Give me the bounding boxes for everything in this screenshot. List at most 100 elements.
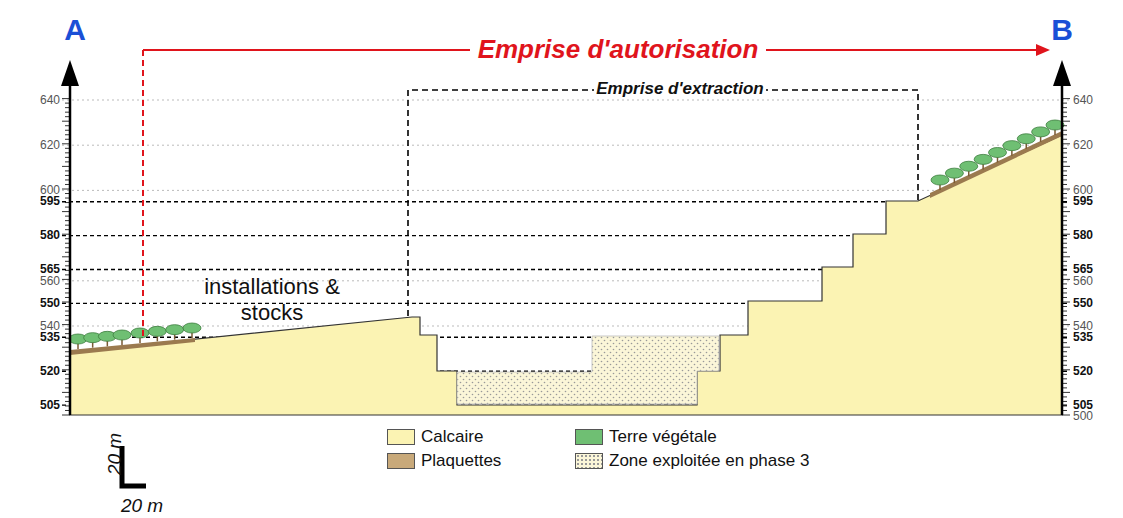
legend-swatch <box>387 453 415 469</box>
vine-leaf <box>113 330 131 340</box>
tick <box>1062 152 1067 153</box>
tick <box>65 220 70 221</box>
tick <box>1062 116 1067 117</box>
tick <box>65 378 70 379</box>
tick <box>65 383 70 384</box>
tick <box>1062 98 1070 99</box>
tick <box>1062 125 1067 126</box>
tick <box>65 229 70 230</box>
tick <box>65 315 70 316</box>
tick <box>1062 351 1067 352</box>
legend-swatch <box>575 429 603 445</box>
tick <box>1062 410 1067 411</box>
tick <box>65 252 70 253</box>
scale-label: 20 m <box>105 433 125 475</box>
tick <box>65 148 70 149</box>
tick <box>65 410 70 411</box>
tick <box>1062 283 1067 284</box>
tick <box>65 401 70 402</box>
elevation-label: 595 <box>40 195 60 208</box>
tick <box>1062 374 1067 375</box>
vine-leaf <box>931 175 949 185</box>
tick <box>1062 265 1067 266</box>
tick <box>1062 306 1067 307</box>
vine-leaf <box>1032 127 1050 137</box>
tick <box>1062 252 1067 253</box>
tick <box>65 405 70 406</box>
tick <box>62 98 70 99</box>
tick <box>65 396 70 397</box>
tick <box>1062 279 1070 280</box>
elevation-label: 560 <box>1073 275 1093 288</box>
elevation-label: 520 <box>40 365 60 378</box>
tick <box>1062 392 1070 393</box>
tick <box>65 238 70 239</box>
tick <box>65 116 70 117</box>
tick <box>1062 360 1067 361</box>
vine-leaf <box>989 148 1007 158</box>
tick <box>65 360 70 361</box>
tick <box>65 311 70 312</box>
tick <box>62 415 70 416</box>
tick <box>1062 225 1067 226</box>
tick <box>1062 234 1070 235</box>
vine-leaf <box>945 168 963 178</box>
section-end-letter: B <box>1051 14 1073 46</box>
tick <box>1062 396 1067 397</box>
tick <box>65 338 70 339</box>
vine-leaf <box>974 154 992 164</box>
tick <box>1062 211 1070 212</box>
tick <box>1062 175 1067 176</box>
legend-swatch <box>387 429 415 445</box>
tick <box>1062 161 1067 162</box>
elevation-label: 640 <box>1073 94 1093 107</box>
vine-leaf <box>166 325 184 335</box>
tick <box>1062 288 1067 289</box>
legend-text: Plaquettes <box>421 452 501 470</box>
legend-text: Zone exploitée en phase 3 <box>609 452 809 470</box>
legend-swatch <box>575 453 603 469</box>
tick <box>65 333 70 334</box>
tick <box>65 175 70 176</box>
elevation-label: 550 <box>1073 297 1093 310</box>
tick <box>1062 261 1067 262</box>
elevation-label: 560 <box>40 275 60 288</box>
tick <box>1062 216 1067 217</box>
tick <box>65 306 70 307</box>
tick <box>1062 274 1067 275</box>
section-end-letter: A <box>64 14 86 46</box>
tick <box>1062 157 1067 158</box>
vine-leaf <box>1017 134 1035 144</box>
tick <box>65 202 70 203</box>
tick <box>65 193 70 194</box>
tick <box>1062 166 1070 167</box>
elevation-label: 500 <box>1073 410 1093 423</box>
tick <box>65 320 70 321</box>
tick <box>1062 302 1070 303</box>
tick <box>1062 333 1067 334</box>
tick <box>1062 369 1070 370</box>
tick <box>1062 184 1067 185</box>
elevation-label: 580 <box>1073 229 1093 242</box>
tick <box>65 329 70 330</box>
tick <box>1062 315 1067 316</box>
elevation-label: 580 <box>40 229 60 242</box>
tick <box>1062 378 1067 379</box>
tick <box>1062 179 1067 180</box>
tick <box>65 356 70 357</box>
tick <box>65 134 70 135</box>
tick <box>1062 103 1067 104</box>
tick <box>65 157 70 158</box>
tick <box>65 270 70 271</box>
tick <box>1062 365 1067 366</box>
tick <box>65 107 70 108</box>
tick <box>65 387 70 388</box>
tick <box>65 342 70 343</box>
tick <box>62 324 70 325</box>
tick <box>65 288 70 289</box>
tick <box>65 170 70 171</box>
tick <box>1062 401 1067 402</box>
tick <box>65 179 70 180</box>
authorisation-bracket <box>143 44 1050 340</box>
elevation-label: 505 <box>40 399 60 412</box>
